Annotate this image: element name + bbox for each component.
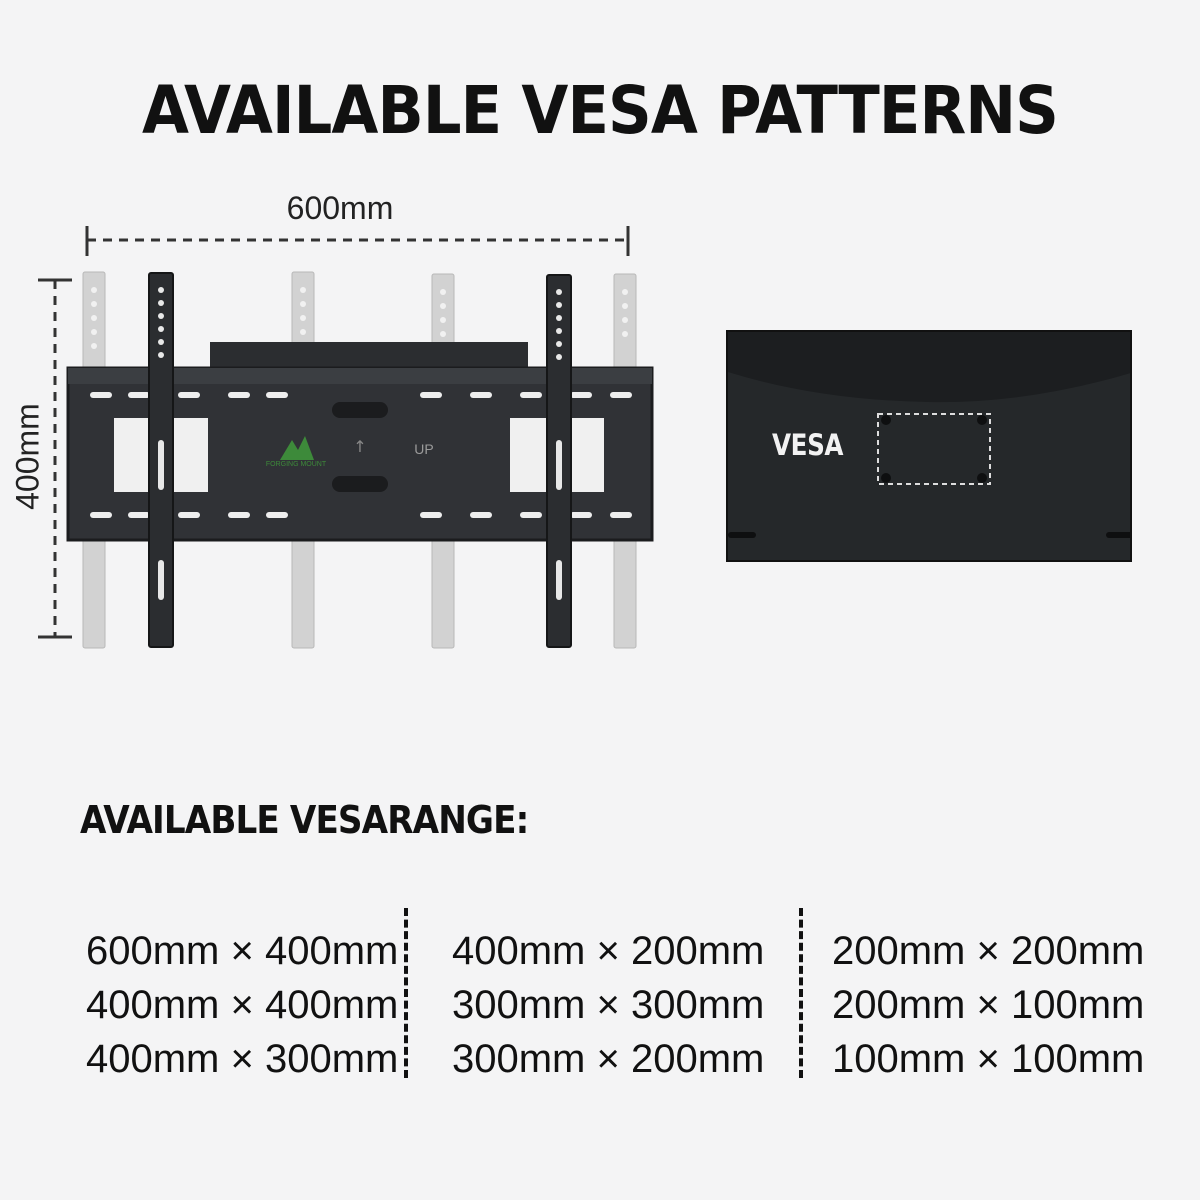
range-item: 400mm × 200mm [452, 929, 765, 973]
range-item: 600mm × 400mm [86, 929, 399, 973]
range-item: 400mm × 300mm [86, 1037, 399, 1081]
up-label: UP [414, 441, 433, 457]
width-dimension-line [85, 226, 630, 256]
tv-back-panel: VESA [726, 330, 1132, 562]
column-divider [799, 908, 803, 1078]
bracket-arm-holes [158, 287, 562, 600]
range-heading: AVAILABLE VESARANGE: [80, 798, 529, 842]
up-arrow-icon: ↑ [353, 437, 366, 456]
plate-slots [90, 392, 632, 518]
range-item: 400mm × 400mm [86, 983, 399, 1027]
range-column-2: 400mm × 200mm 300mm × 300mm 300mm × 200m… [452, 924, 764, 1086]
range-item: 200mm × 200mm [832, 929, 1145, 973]
range-item: 300mm × 200mm [452, 1037, 765, 1081]
page-title: AVAILABLE VESA PATTERNS [141, 72, 1059, 149]
column-divider [404, 908, 408, 1078]
brand-logo-icon [280, 436, 314, 460]
wall-mount-diagram: FORGING MOUNT ↑ UP [38, 226, 654, 649]
tv-vesa-label: VESA [772, 428, 844, 462]
ghost-arm-holes [91, 287, 628, 349]
range-column-3: 200mm × 200mm 200mm × 100mm 100mm × 100m… [832, 924, 1144, 1086]
range-item: 200mm × 100mm [832, 983, 1145, 1027]
width-dimension-label: 600mm [286, 190, 394, 226]
height-dimension-line [38, 278, 72, 639]
top-mount-strip [210, 342, 528, 368]
range-item: 300mm × 300mm [452, 983, 765, 1027]
range-item: 100mm × 100mm [832, 1037, 1145, 1081]
brand-text: FORGING MOUNT [266, 461, 327, 468]
range-column-1: 600mm × 400mm 400mm × 400mm 400mm × 300m… [86, 924, 398, 1086]
